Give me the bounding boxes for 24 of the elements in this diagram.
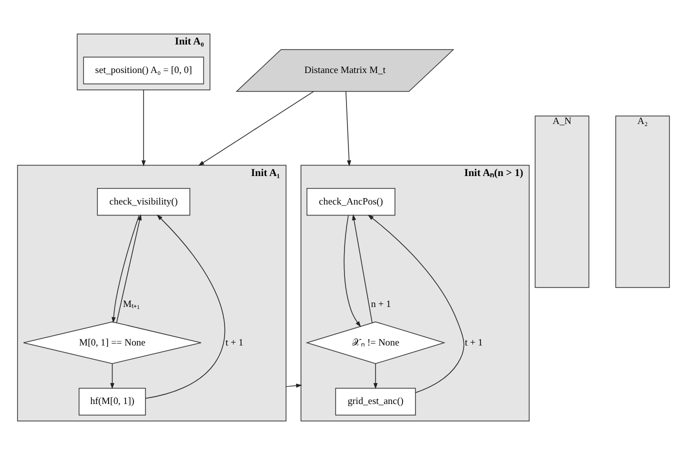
node-box: check_AncPos() (306, 188, 396, 216)
node-box: grid_est_anc() (335, 388, 416, 416)
arrow (110, 364, 114, 390)
node-box: hf(M[0, 1]) (78, 388, 146, 416)
arrow (198, 91, 314, 166)
edge-label: Mₜ₊₁ (122, 299, 140, 310)
node-box: A_N (534, 116, 590, 288)
edge-label: t + 1 (464, 337, 483, 348)
edge-label: n + 1 (370, 299, 391, 310)
edge-label: t + 1 (225, 337, 244, 348)
arrow (373, 364, 378, 390)
arrow (286, 384, 302, 388)
arrow (145, 214, 225, 399)
arrow (368, 214, 464, 393)
arrow (142, 90, 146, 166)
node-box: check_visibility() (96, 188, 190, 216)
arrow (346, 91, 352, 166)
arrow (112, 215, 140, 324)
node-diamond: M[0, 1] == None (23, 321, 202, 364)
arrow (352, 214, 373, 324)
arrow (344, 215, 361, 328)
arrow (116, 214, 142, 324)
node-box: set_position() A₀ = [0, 0] (83, 56, 204, 84)
node-box: A₂ (615, 116, 670, 288)
